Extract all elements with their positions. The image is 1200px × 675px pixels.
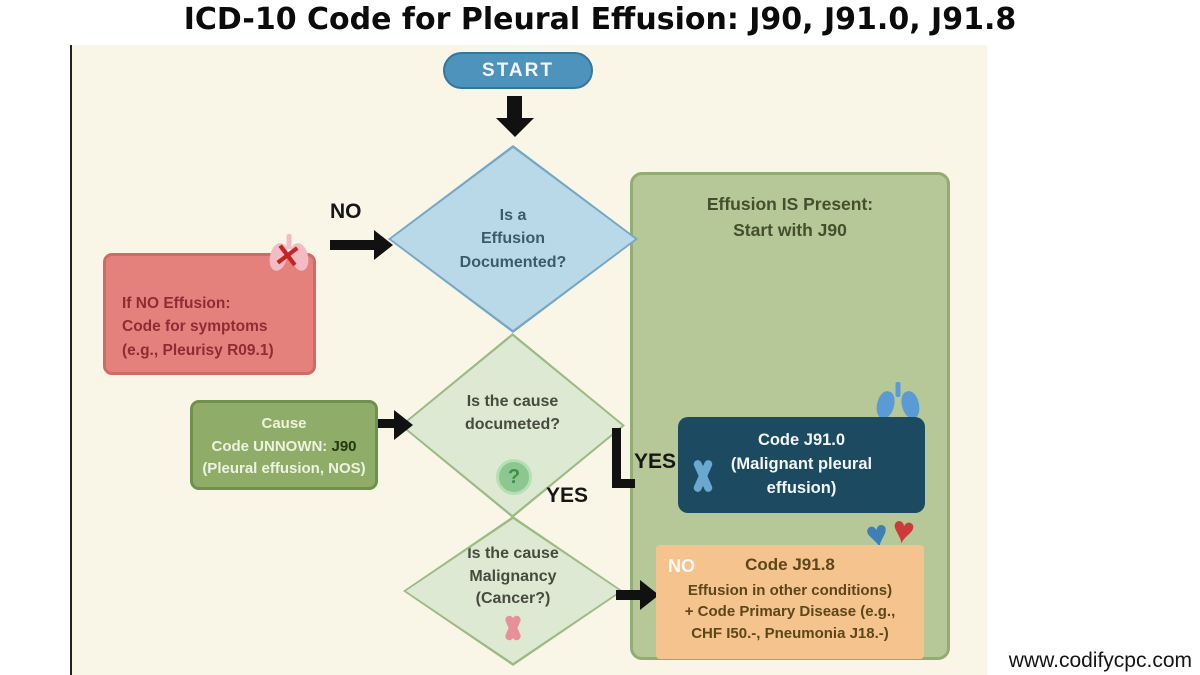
malignancy-no-arrow-shaft <box>616 590 644 600</box>
pink-ribbon-icon <box>500 611 526 642</box>
watermark: www.codifycpc.com <box>1008 649 1192 672</box>
blue-ribbon-icon <box>690 455 716 497</box>
no-arrow-icon <box>374 230 393 260</box>
yes-right-label: YES <box>634 450 677 473</box>
code-j910-line2: (Malignant pleural <box>730 454 873 473</box>
cause-unknown-code: J90 <box>331 437 357 455</box>
yes-elbow-vertical <box>612 428 621 488</box>
code-j910-line3: effusion) <box>766 478 837 497</box>
cause-unknown-line1: Cause <box>261 415 307 432</box>
code-j918-box: NO Code J91.8 Effusion in other conditio… <box>656 545 924 659</box>
no-arrow-shaft <box>330 240 376 250</box>
decision-effusion-documented: Is a Effusion Documented? <box>388 145 638 333</box>
code-j918-title: Code J91.8 <box>745 555 835 574</box>
cause-arrow-icon <box>394 410 413 440</box>
no-branch-label: NO <box>330 200 362 223</box>
no-effusion-line1: If NO Effusion: <box>122 295 231 312</box>
cause-unknown-line2-prefix: Code UNNOWN: <box>211 437 332 455</box>
decision1-line2: Effusion <box>481 230 545 248</box>
question-mark-glyph: ? <box>507 465 521 488</box>
code-j918-line3: CHF I50.-, Pneumonia J18.-) <box>691 625 889 643</box>
code-j918-line1: Effusion in other conditions) <box>687 581 893 599</box>
code-j918-line2: + Code Primary Disease (e.g., <box>684 603 896 621</box>
yes-down-label: YES <box>546 484 589 507</box>
decision1-line3: Documented? <box>459 253 567 271</box>
cause-arrow-shaft <box>378 419 396 428</box>
x-mark-icon: ✕ <box>271 236 304 276</box>
decision3-body: Is the cause Malignancy (Cancer?) <box>406 519 620 663</box>
decision3-line2: Malignancy <box>469 567 557 585</box>
page-title: ICD-10 Code for Pleural Effusion: J90, J… <box>183 2 1017 37</box>
decision1-body: Is a Effusion Documented? <box>391 148 635 330</box>
decision-cause-malignancy: Is the cause Malignancy (Cancer?) <box>403 516 623 666</box>
yes-elbow-foot <box>612 479 635 488</box>
effusion-present-line2: Start with J90 <box>733 220 847 241</box>
decision3-line1: Is the cause <box>467 545 559 563</box>
cause-unknown-line3: (Pleural effusion, NOS) <box>202 460 366 477</box>
start-node: START <box>443 52 593 89</box>
code-j910-box: Code J91.0 (Malignant pleural effusion) <box>678 417 925 513</box>
decision3-line3: (Cancer?) <box>475 590 551 608</box>
decision-cause-documented: Is the cause documeted? <box>400 333 625 518</box>
decision2-line1: Is the cause <box>466 393 559 411</box>
lungs-x-icon: ✕ <box>266 234 312 288</box>
decision2-line2: documeted? <box>464 415 561 433</box>
malignancy-no-arrow-icon <box>640 580 659 610</box>
cause-unknown-box: Cause Code UNNOWN: J90 (Pleural effusion… <box>190 400 378 490</box>
question-mark-icon: ? <box>496 459 532 495</box>
no-effusion-box: ✕ If NO Effusion: Code for symptoms (e.g… <box>103 234 316 375</box>
cause-unknown-line2: Code UNNOWN: J90 <box>193 436 375 459</box>
no-effusion-line2: Code for symptoms <box>122 318 268 336</box>
code-j910-line1: Code J91.0 <box>757 431 846 449</box>
arrow-down-icon <box>496 118 534 137</box>
decision1-line1: Is a <box>499 207 527 225</box>
lungs-blue-icon <box>873 382 923 426</box>
orange-no-label: NO <box>668 556 695 576</box>
effusion-present-line1: Effusion IS Present: <box>706 194 874 214</box>
no-effusion-line3: (e.g., Pleurisy R09.1) <box>122 341 274 359</box>
arrow-down-shaft <box>507 96 522 120</box>
